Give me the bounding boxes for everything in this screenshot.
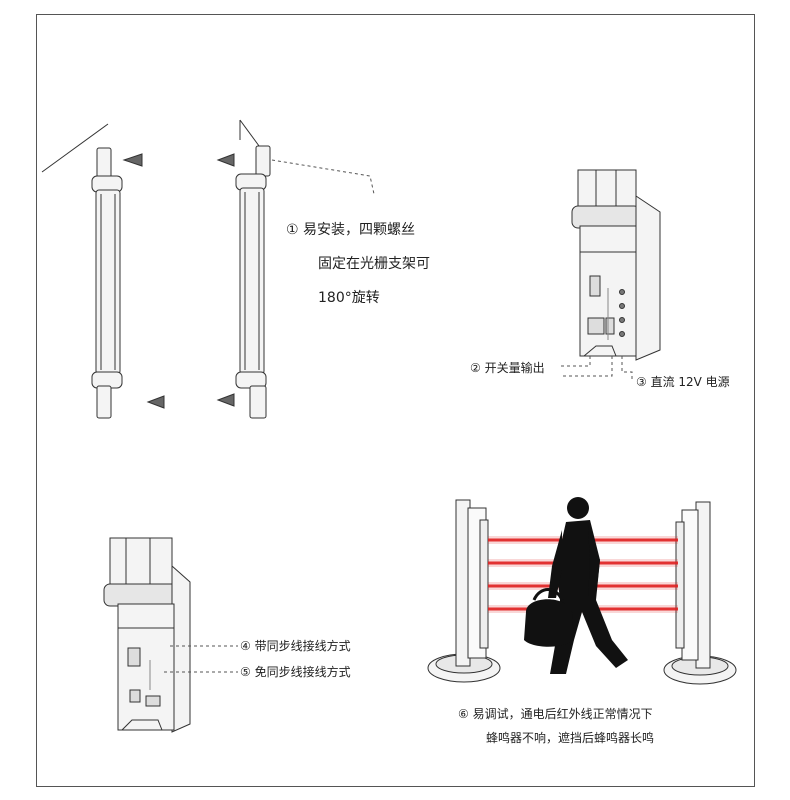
step6-line2: 蜂鸣器不响，遮挡后蜂鸣器长鸣 <box>486 731 655 745</box>
left-light-bar <box>91 147 123 419</box>
wiring-closeup <box>103 537 238 733</box>
wall-line-left <box>41 123 109 173</box>
detection-scene <box>427 499 737 685</box>
step3-label: ③ 直流 12V 电源 <box>636 375 730 389</box>
rotation-guide-line <box>271 159 375 195</box>
person-silhouette <box>524 497 628 674</box>
bag <box>524 599 574 647</box>
step1-line1: ① 易安装，四颗螺丝 <box>286 222 416 238</box>
screw-icon <box>122 153 235 409</box>
step6-line1: ⑥ 易调试，通电后红外线正常情况下 <box>458 707 653 721</box>
installation-illustration <box>41 119 375 419</box>
step2-label: ② 开关量输出 <box>470 361 545 375</box>
wall-line-right <box>239 119 263 151</box>
terminal-closeup <box>560 169 661 380</box>
step4-label: ④ 带同步线接线方式 <box>240 639 351 653</box>
diagram-frame <box>36 14 755 787</box>
step5-label: ⑤ 免同步线接线方式 <box>240 665 351 679</box>
step1-line2: 固定在光栅支架可 <box>318 256 430 272</box>
step1-line3: 180°旋转 <box>318 290 380 306</box>
right-light-bar <box>235 145 271 419</box>
